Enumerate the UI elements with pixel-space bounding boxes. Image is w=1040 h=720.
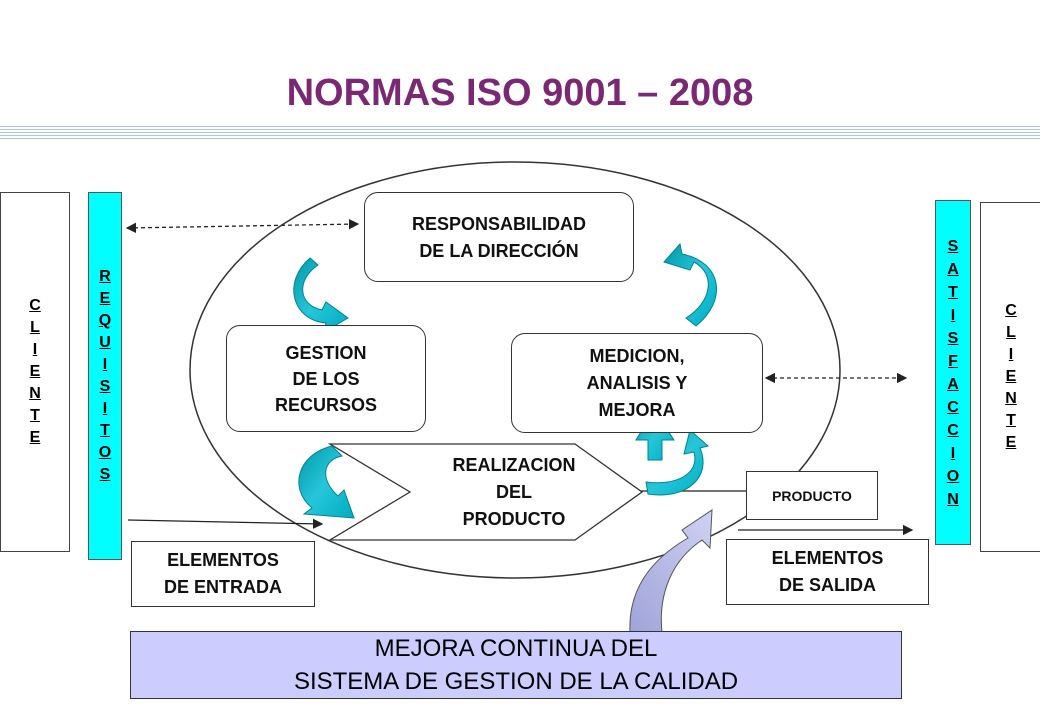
letter: O (98, 444, 112, 461)
input-arrow (127, 518, 324, 530)
letter: T (30, 407, 40, 424)
page-title: NORMAS ISO 9001 – 2008 (286, 72, 754, 114)
letter: E (29, 429, 41, 446)
process-ellipse (189, 161, 841, 579)
requisitos-responsabilidad-link (125, 218, 360, 234)
letter: I (950, 306, 956, 324)
letter: I (32, 341, 38, 358)
letter: C (947, 421, 959, 439)
letter: E (99, 290, 111, 307)
letter: N (1005, 390, 1017, 407)
letter: T (100, 422, 110, 439)
letter: I (1008, 346, 1014, 363)
letter: I (102, 356, 108, 373)
letter: C (1005, 302, 1017, 319)
letter: E (1005, 368, 1017, 385)
letter: I (950, 444, 956, 462)
realizacion-arrow-shape (327, 443, 644, 541)
mejora-continua-box: MEJORA CONTINUA DEL SISTEMA DE GESTION D… (130, 631, 902, 699)
letter: O (946, 467, 960, 485)
letter: R (99, 268, 111, 285)
letter: S (99, 466, 111, 483)
improvement-arrow (629, 509, 713, 633)
letter: C (947, 398, 959, 416)
cycle-arrow-gestion-to-responsabilidad (293, 257, 349, 334)
gestion-box: GESTION DE LOS RECURSOS (226, 325, 426, 432)
letter: S (99, 378, 111, 395)
realizacion-label: REALIZACION DEL PRODUCTO (452, 455, 576, 529)
responsabilidad-box: RESPONSABILIDAD DE LA DIRECCIÓN (364, 192, 634, 282)
letter: A (947, 260, 959, 278)
letter: F (948, 352, 958, 370)
letter: N (29, 385, 41, 402)
medicion-box: MEDICION, ANALISIS Y MEJORA (511, 333, 763, 433)
letter: L (1006, 324, 1016, 341)
letter: U (99, 334, 111, 351)
letter: T (948, 283, 958, 301)
letter: E (29, 363, 41, 380)
letter: E (1005, 434, 1017, 451)
letter: S (947, 329, 959, 347)
letter: N (947, 490, 959, 508)
cycle-arrow-medicion-to-responsabilidad (663, 242, 717, 327)
producto-box: PRODUCTO (746, 471, 878, 520)
elementos-entrada-box: ELEMENTOS DE ENTRADA (131, 541, 315, 607)
elementos-salida-box: ELEMENTOS DE SALIDA (726, 539, 929, 605)
cycle-arrow-gestion-to-realizacion (298, 445, 355, 519)
letter: Q (98, 312, 112, 329)
letter: S (947, 237, 959, 255)
letter: T (1006, 412, 1016, 429)
letter: I (102, 400, 108, 417)
letter: L (30, 319, 40, 336)
letter: A (947, 375, 959, 393)
letter: C (29, 297, 41, 314)
title-underline (0, 126, 1040, 140)
